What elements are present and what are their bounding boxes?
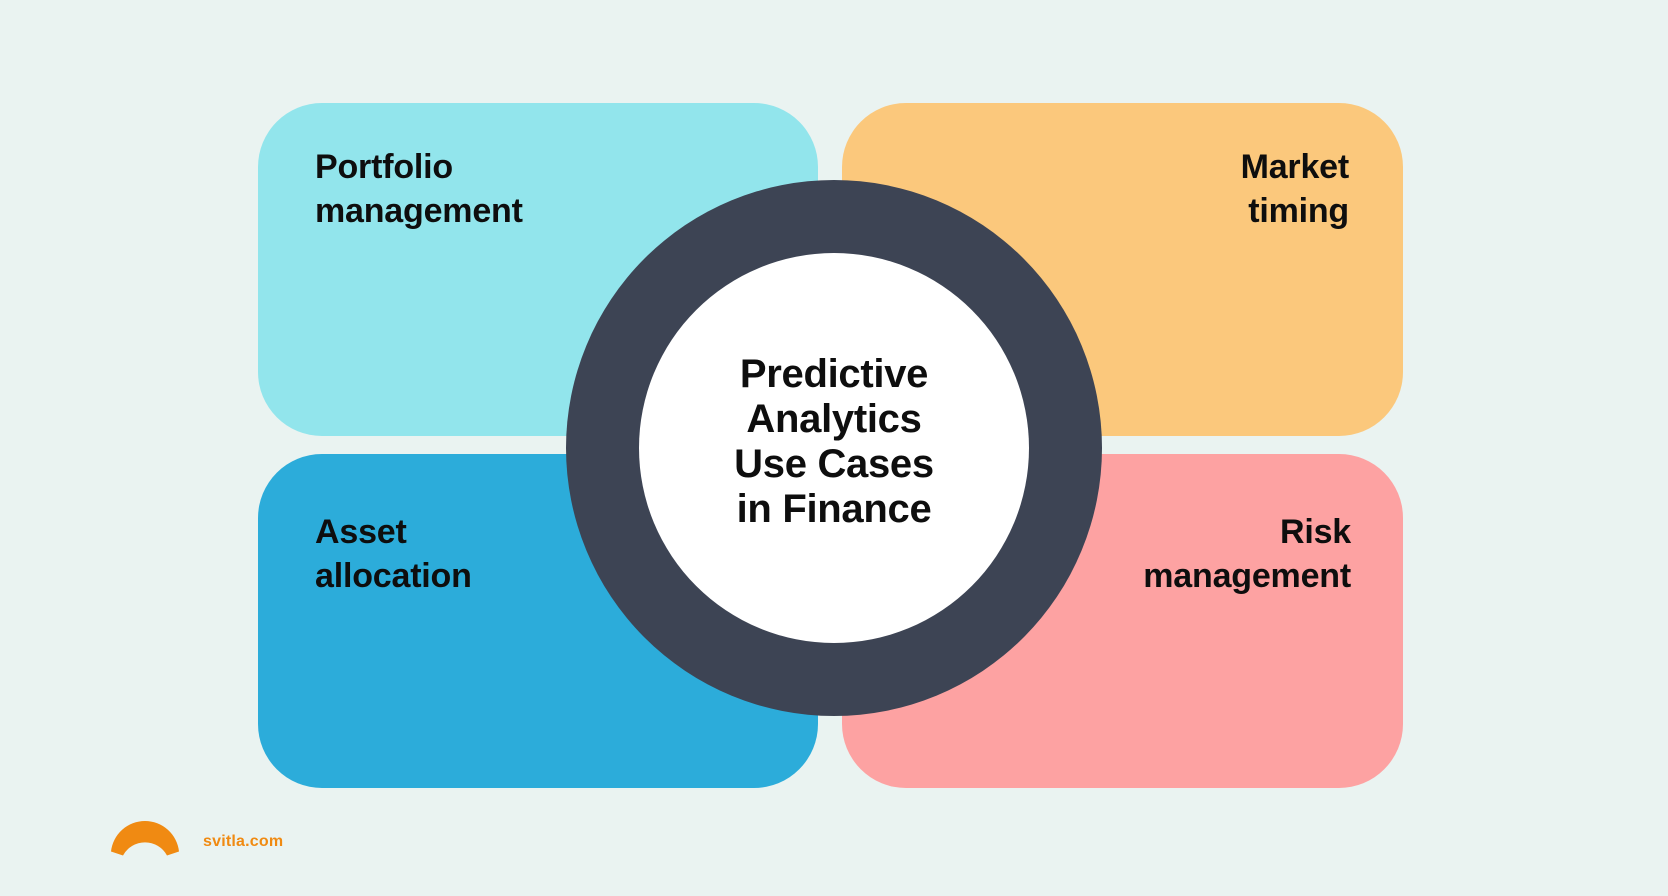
quadrant-label-market-timing: Market timing bbox=[1240, 148, 1350, 230]
quadrant-label-risk-management: Risk management bbox=[1143, 513, 1351, 595]
quadrant-label-asset-allocation: Asset allocation bbox=[315, 513, 472, 595]
diagram-title: Predictive Analytics Use Cases in Financ… bbox=[734, 352, 934, 531]
quadrant-label-portfolio-management: Portfolio management bbox=[315, 148, 523, 230]
svitla-logo: svitla.com bbox=[110, 820, 283, 856]
svitla-fan-icon bbox=[111, 820, 179, 856]
center-circle: Predictive Analytics Use Cases in Financ… bbox=[639, 253, 1029, 643]
logo-url-text: svitla.com bbox=[203, 833, 284, 850]
